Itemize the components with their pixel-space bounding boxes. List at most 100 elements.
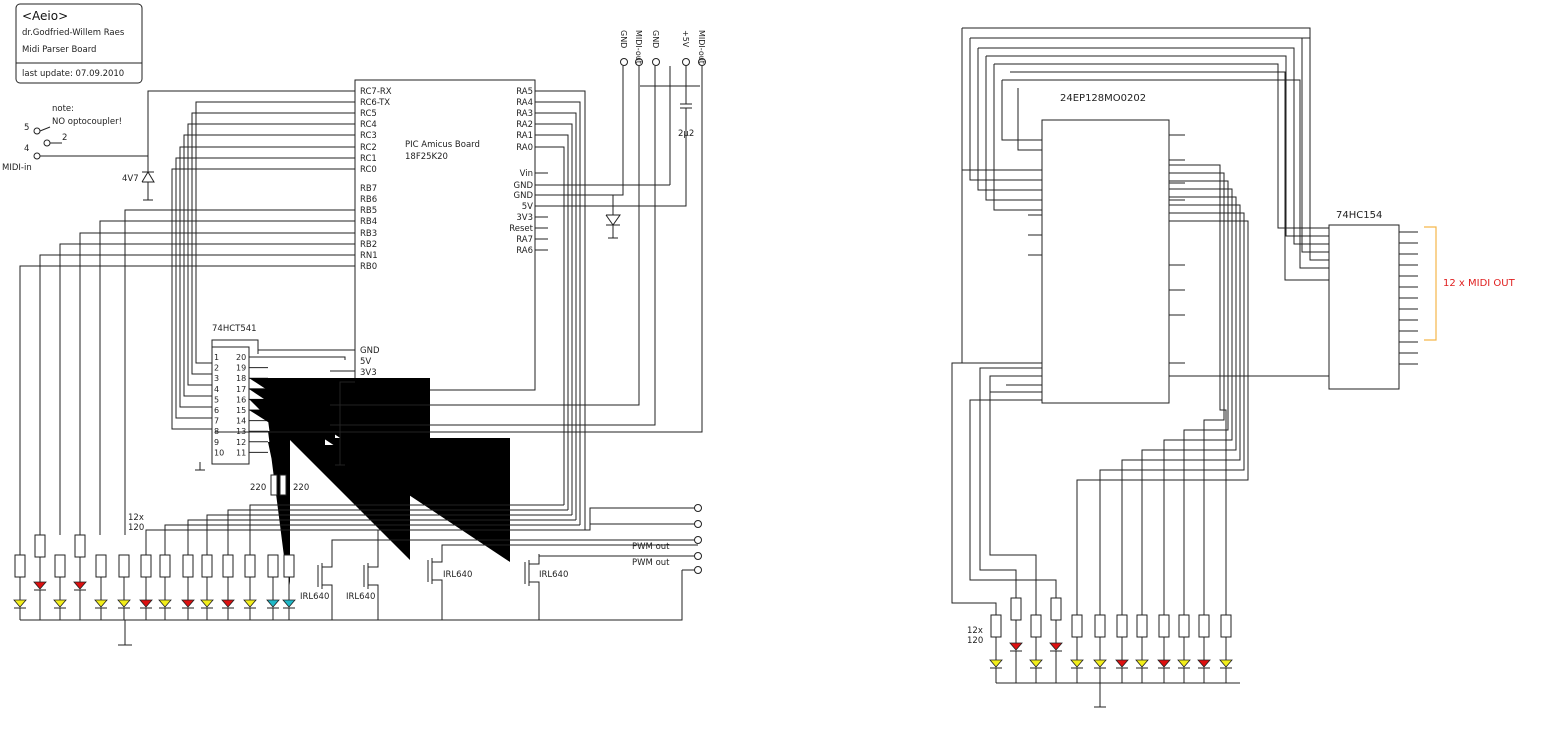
pic-pin-rc2: RC2 (360, 143, 377, 153)
pin4-label: 4 (24, 144, 29, 154)
bottom-wires (258, 349, 355, 466)
buffer-pin-left: 7 (214, 417, 219, 426)
pwm-out-2: PWM out (632, 558, 670, 568)
pic-pin-rb5: RB5 (360, 206, 377, 216)
pic-pin-ra2: RA2 (516, 120, 533, 130)
output-terminal (694, 536, 702, 544)
led-red (1009, 642, 1023, 651)
pic-pin-5v: 5V (522, 202, 533, 212)
led-yellow (158, 599, 172, 608)
res-220-a: 220 (250, 483, 266, 493)
bus-wire (171, 168, 355, 430)
resistor (1158, 614, 1170, 638)
resistor (222, 554, 234, 578)
mosfet-4-label: IRL640 (539, 570, 568, 580)
title-block: <Aeio> dr.Godfried-Willem Raes Midi Pars… (15, 3, 143, 84)
pin2-label: 2 (62, 133, 67, 143)
pic-pin-vin: Vin (520, 169, 533, 179)
pic-pin-reset: Reset (509, 224, 533, 234)
pwm-out-1: PWM out (632, 542, 670, 552)
pic-pin-rc3: RC3 (360, 131, 377, 141)
midi-out-label: 12 x MIDI OUT (1443, 278, 1516, 289)
buffer-name: 74HCT541 (212, 324, 257, 334)
pic-pin-rb4: RB4 (360, 217, 377, 227)
pic-chip: 18F25K20 (405, 152, 448, 162)
led-red (1197, 659, 1211, 668)
portb-wire (99, 220, 355, 535)
mosfet-symbol (363, 557, 379, 603)
resistor (244, 554, 256, 578)
resistor (54, 554, 66, 578)
buffer-pin-left: 4 (214, 385, 219, 394)
buffer-pin-right: 16 (236, 395, 246, 404)
connector-terminal (635, 58, 643, 66)
pic-pin-rb0: RB0 (360, 262, 377, 272)
output-terminal (694, 566, 702, 574)
led-red (139, 599, 153, 608)
right-res-count: 12x (967, 626, 983, 636)
led-red (221, 599, 235, 608)
pin2-terminal (43, 139, 51, 147)
output-terminal (694, 504, 702, 512)
led-cyan (282, 599, 296, 608)
pic-left-bus (19, 101, 355, 555)
pic-pin-3v3: 3V3 (516, 213, 533, 223)
resistor (283, 554, 295, 578)
pic-pin-rc5: RC5 (360, 109, 377, 119)
led-feed-wires (145, 504, 585, 555)
right-ground-rail (996, 682, 1240, 708)
pic-pin-rb2: RB2 (360, 240, 377, 250)
buffer-pin-left: 2 (214, 364, 219, 373)
resistor (1220, 614, 1232, 638)
mosfet-wires (331, 507, 698, 620)
last-update: last update: 07.09.2010 (22, 69, 124, 79)
led-yellow (243, 599, 257, 608)
res-count: 12x (128, 513, 144, 523)
resistor (1010, 597, 1022, 621)
resistor (34, 534, 46, 558)
portb-wire (59, 243, 355, 535)
author-text: dr.Godfried-Willem Raes (22, 28, 125, 38)
decoder-name: 74HC154 (1336, 210, 1382, 221)
pic-pin-rc6-tx: RC6-TX (360, 98, 390, 108)
mosfet-symbol (524, 554, 540, 600)
led-yellow (117, 599, 131, 608)
midi-in-label: MIDI-in (2, 163, 32, 173)
connector-label: GND (619, 30, 628, 48)
pic-pin-gnd: GND (514, 181, 534, 191)
pic-pin-ra0: RA0 (516, 143, 533, 153)
zener-label: 4V7 (122, 174, 139, 184)
portb-wire (79, 232, 355, 535)
output-terminal (694, 520, 702, 528)
connector-terminal (620, 58, 628, 66)
decoder-box (1328, 224, 1400, 390)
resistor (1198, 614, 1210, 638)
midi-out-brace (1424, 226, 1437, 341)
buffer-pin-right: 17 (236, 385, 246, 394)
mosfet-symbol (427, 552, 443, 598)
bus-wire (175, 157, 355, 419)
led-array (13, 474, 683, 646)
portb-wire (124, 209, 355, 535)
pic-pin-ra6: RA6 (516, 246, 533, 256)
led-yellow (200, 599, 214, 608)
resistor (1050, 597, 1062, 621)
pic-pin-rc4: RC4 (360, 120, 377, 130)
pin5-terminal (33, 127, 41, 135)
resistor (14, 554, 26, 578)
pic-pin-ra5: RA5 (516, 87, 533, 97)
mosfet-3-label: IRL640 (443, 570, 472, 580)
resistor (140, 554, 152, 578)
resistor (1030, 614, 1042, 638)
resistor (1071, 614, 1083, 638)
led-cyan (266, 599, 280, 608)
connector-terminal (652, 58, 660, 66)
pic-pin-rc7-rx: RC7-RX (360, 87, 392, 97)
pic-pin-rn1: RN1 (360, 251, 378, 261)
led-red (181, 599, 195, 608)
resistor (1136, 614, 1148, 638)
pic-board: PIC Amicus Board 18F25K20 RC7-RXRC6-TXRC… (354, 79, 548, 391)
pic-bottom-pin: 3V3 (360, 368, 377, 378)
